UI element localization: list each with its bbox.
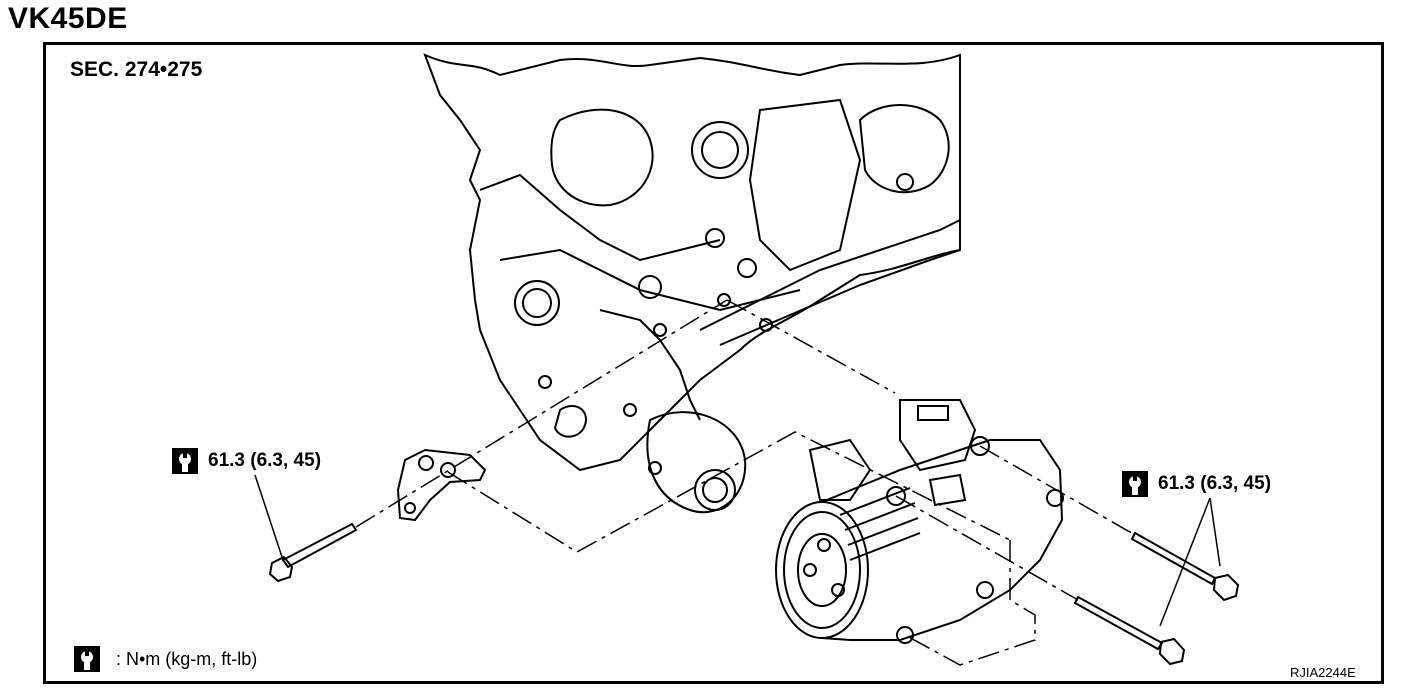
torque-callout-right: 61.3 (6.3, 45) <box>1122 471 1271 497</box>
torque-unit-legend: : N•m (kg-m, ft-lb) <box>74 646 257 672</box>
torque-wrench-icon <box>172 448 198 474</box>
leader-lines <box>254 474 1221 627</box>
compressor-body <box>775 399 1064 644</box>
torque-wrench-icon <box>1122 471 1148 497</box>
bolt-upper-right <box>1130 531 1240 602</box>
torque-value-left: 61.3 (6.3, 45) <box>208 450 322 471</box>
torque-callout-left: 61.3 (6.3, 45) <box>172 448 321 474</box>
torque-value-right: 61.3 (6.3, 45) <box>1158 473 1272 494</box>
legend-text: : N•m (kg-m, ft-lb) <box>116 648 258 669</box>
torque-wrench-icon <box>74 646 100 672</box>
alignment-lines <box>355 299 1136 666</box>
diagram-frame <box>43 42 1384 684</box>
engine-code-title: VK45DE <box>8 2 128 35</box>
bolt-left <box>268 522 358 583</box>
compressor-bracket <box>396 448 487 522</box>
section-label: SEC. 274•275 <box>70 58 203 81</box>
bolt-lower-right <box>1073 595 1186 666</box>
engine-block <box>423 53 961 514</box>
figure-reference-code: RJIA2244E <box>1290 665 1356 680</box>
